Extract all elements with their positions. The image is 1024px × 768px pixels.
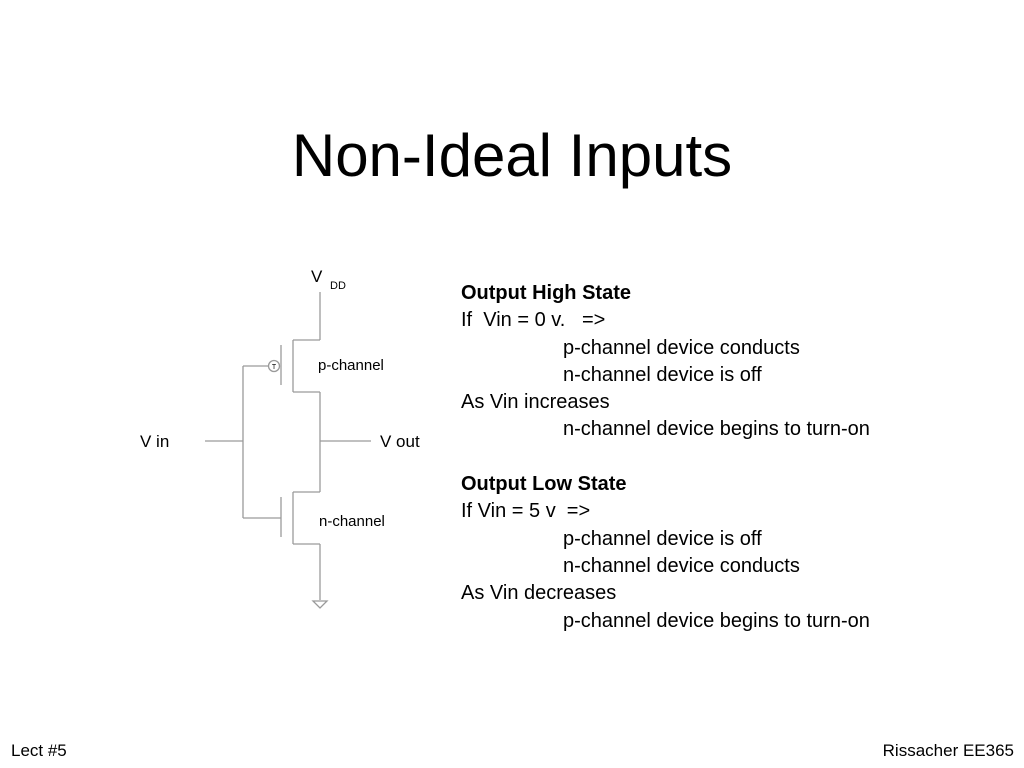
vdd-label: V [311,267,323,286]
output-high-condition: If Vin = 0 v. => [461,309,606,332]
output-low-heading: Output Low State [461,473,627,496]
pmos-label: p-channel [318,357,384,374]
output-low-line2: n-channel device conducts [563,554,800,577]
output-low-change: As Vin decreases [461,582,617,605]
footer-course: Rissacher EE365 [882,741,1014,760]
state-notes: Output High State If Vin = 0 v. => p-cha… [461,280,1001,635]
vout-label: V out [380,432,420,451]
footer-lecture-number: Lect #5 [11,741,67,760]
section-spacer [461,444,1001,471]
vin-label: V in [140,432,169,451]
output-high-line2: n-channel device is off [563,363,762,386]
output-high-change: As Vin increases [461,391,610,414]
output-low-line1: p-channel device is off [563,527,762,550]
output-high-heading: Output High State [461,282,631,304]
vdd-subscript: DD [330,280,346,292]
slide-title: Non-Ideal Inputs [291,122,733,189]
output-high-line1: p-channel device conducts [563,336,800,359]
pmos-bubble-label: T [272,364,277,371]
pmos-gate-bubble [267,359,281,373]
output-low-condition: If Vin = 5 v => [461,500,591,523]
nmos-label: n-channel [319,513,385,530]
ground-symbol [311,600,329,609]
output-high-effect: n-channel device begins to turn-on [563,418,870,441]
output-low-effect: p-channel device begins to turn-on [563,609,870,632]
